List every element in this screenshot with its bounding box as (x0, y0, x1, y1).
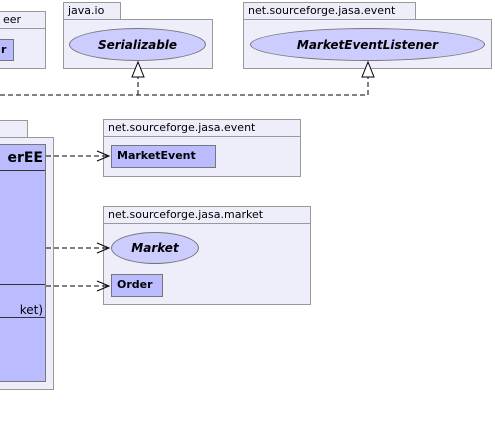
class-market-event[interactable]: MarketEvent (111, 145, 216, 168)
package-label: java.io (68, 4, 105, 17)
package-label: net.sourceforge.jasa.event (108, 121, 256, 134)
dependency-arrowhead-market (96, 242, 111, 254)
interface-name: MarketEventListener (296, 37, 439, 52)
interface-name: Serializable (97, 37, 178, 52)
class-box-peer-fragment[interactable]: r (0, 39, 14, 61)
package-label: net.sourceforge.jasa.market (108, 208, 264, 221)
class-name: Order (117, 278, 153, 291)
realization-arrowhead-market-event-listener (361, 60, 375, 78)
interface-serializable[interactable]: Serializable (69, 28, 206, 61)
package-tab-event-mid: net.sourceforge.jasa.event (103, 119, 301, 137)
interface-market-event-listener[interactable]: MarketEventListener (250, 28, 485, 61)
class-name: MarketEvent (117, 149, 196, 162)
class-box-main[interactable]: erEE ket) (0, 144, 46, 382)
class-title-compartment: erEE (0, 145, 45, 171)
compartment-divider (0, 284, 45, 285)
class-name: r (1, 43, 7, 56)
realization-arrowhead-serializable (131, 60, 145, 78)
class-order[interactable]: Order (111, 274, 163, 297)
realization-edge-market-event-listener (0, 77, 369, 96)
package-label: eer (3, 13, 22, 26)
compartment-divider (0, 317, 45, 318)
class-method: ket) (19, 303, 43, 317)
interface-market[interactable]: Market (111, 232, 199, 264)
package-label: net.sourceforge.jasa.event (248, 4, 396, 17)
interface-name: Market (131, 241, 179, 255)
dependency-arrowhead-market-event (96, 150, 111, 162)
dependency-arrowhead-order (96, 280, 111, 292)
class-name: erEE (7, 150, 43, 166)
